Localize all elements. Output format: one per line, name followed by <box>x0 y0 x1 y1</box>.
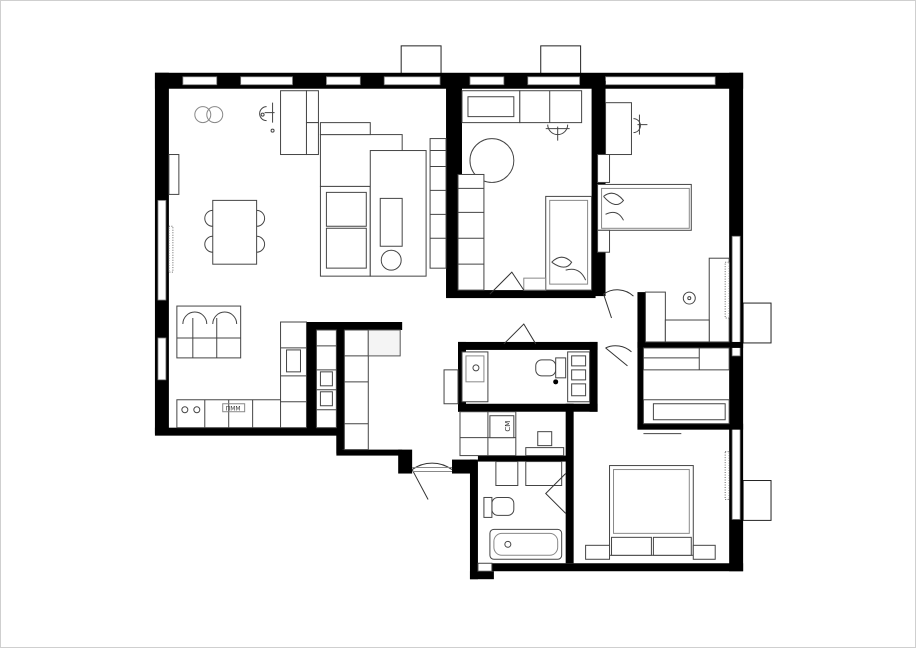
dining-table <box>212 199 258 265</box>
hall-wardrobes <box>343 329 459 500</box>
bedroom2-furniture <box>597 102 730 343</box>
child-room-furniture <box>457 90 593 295</box>
sofa-seat <box>319 185 371 277</box>
master-bedroom-furniture <box>585 261 730 560</box>
outer-walls <box>154 72 744 580</box>
round-rug <box>469 138 515 183</box>
bathroom1-fixtures <box>461 323 591 403</box>
balcony-east-2 <box>742 480 772 521</box>
balcony-east-1 <box>742 302 772 344</box>
laundry-bath2-fixtures: СМ <box>459 411 567 572</box>
coffee-table <box>379 197 403 247</box>
washer-label: СМ <box>504 421 512 432</box>
balconies <box>400 45 772 521</box>
bed-2 <box>597 183 692 231</box>
corridor-storage <box>605 345 730 435</box>
balcony-north-1 <box>400 45 442 75</box>
dishwasher-label: ПММ <box>226 406 241 413</box>
living-kitchen-furniture: ПММ <box>168 90 447 429</box>
kitchen-counter <box>176 399 307 429</box>
child-bed <box>545 195 593 291</box>
balcony-north-2 <box>540 45 582 75</box>
desk-living <box>280 90 307 156</box>
pouf <box>380 249 402 271</box>
